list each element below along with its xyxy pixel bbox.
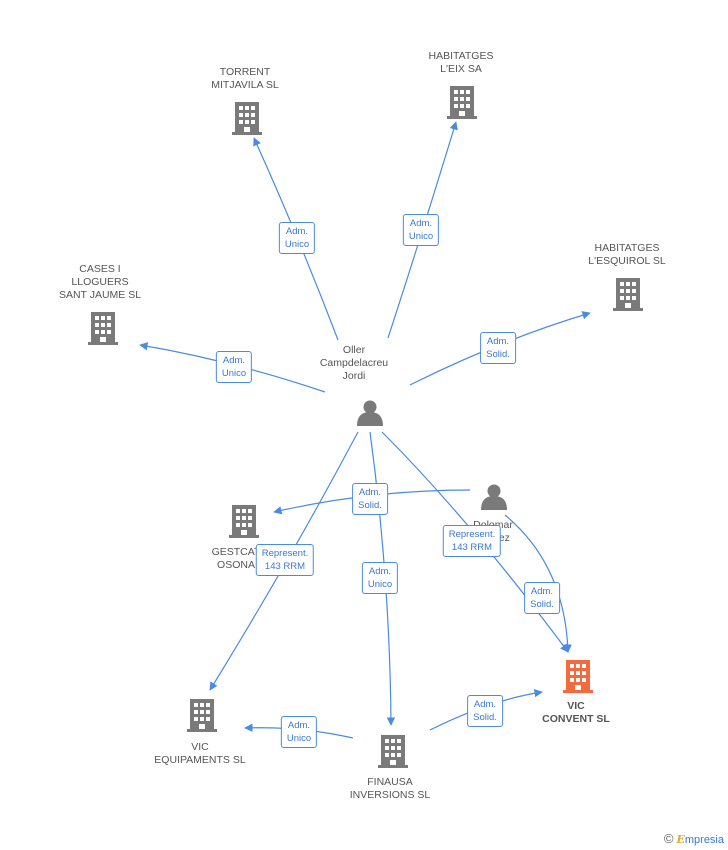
edge-label-fin-convent[interactable]: Adm. Solid.	[467, 695, 503, 727]
brand-logo-initial: E	[676, 833, 685, 846]
node-label-oller[interactable]: Oller Campdelacreu Jordi	[319, 344, 389, 382]
brand-logo-text: mpresia	[684, 834, 724, 846]
node-label-torrent[interactable]: TORRENT MITJAVILA SL	[211, 66, 279, 91]
node-label-cases[interactable]: CASES I LLOGUERS SANT JAUME SL	[58, 263, 142, 301]
building-icon-vic-equipaments[interactable]	[187, 699, 217, 732]
edge-label-gestcat[interactable]: Adm. Solid.	[352, 483, 388, 515]
person-icon-dolomar[interactable]	[481, 484, 507, 511]
node-label-habitatges-esquirol[interactable]: HABITATGES L'ESQUIROL SL	[588, 242, 666, 267]
building-icon-finausa[interactable]	[378, 735, 408, 768]
edge-label-represent-2[interactable]: Represent. 143 RRM	[442, 525, 502, 557]
edge-label-convent[interactable]: Adm. Solid.	[524, 582, 560, 614]
edge-label-fin-vic[interactable]: Adm. Unico	[280, 716, 318, 748]
copyright-symbol: ©	[663, 831, 674, 846]
edge-label-finausa[interactable]: Adm. Unico	[361, 562, 399, 594]
node-label-vic-equipaments[interactable]: VIC EQUIPAMENTS SL	[154, 741, 246, 766]
building-icon-vic-convent[interactable]	[563, 660, 593, 693]
node-label-gestcat[interactable]: GESTCAT OSONA	[211, 546, 261, 571]
node-label-habitatges-eix[interactable]: HABITATGES L'EIX SA	[428, 50, 494, 75]
person-icon-oller[interactable]	[357, 400, 383, 427]
edge-label-represent-1[interactable]: Represent. 143 RRM	[255, 544, 315, 576]
building-icon-cases[interactable]	[88, 312, 118, 345]
edge-label-eix[interactable]: Adm. Unico	[402, 214, 440, 246]
node-label-finausa[interactable]: FINAUSA INVERSIONS SL	[349, 776, 431, 801]
building-icon-habitatges-eix[interactable]	[447, 86, 477, 119]
building-icon-gestcat[interactable]	[229, 505, 259, 538]
node-label-vic-convent[interactable]: VIC CONVENT SL	[542, 700, 610, 725]
edge-convent	[504, 514, 572, 653]
building-icon-habitatges-esquirol[interactable]	[613, 278, 643, 311]
edge-label-cases[interactable]: Adm. Unico	[215, 351, 253, 383]
edge-label-esquirol[interactable]: Adm. Solid.	[480, 332, 516, 364]
brand-footer[interactable]: © Empresia	[664, 831, 724, 846]
edge-label-torrent[interactable]: Adm. Unico	[278, 222, 316, 254]
building-icon-torrent[interactable]	[232, 102, 262, 135]
